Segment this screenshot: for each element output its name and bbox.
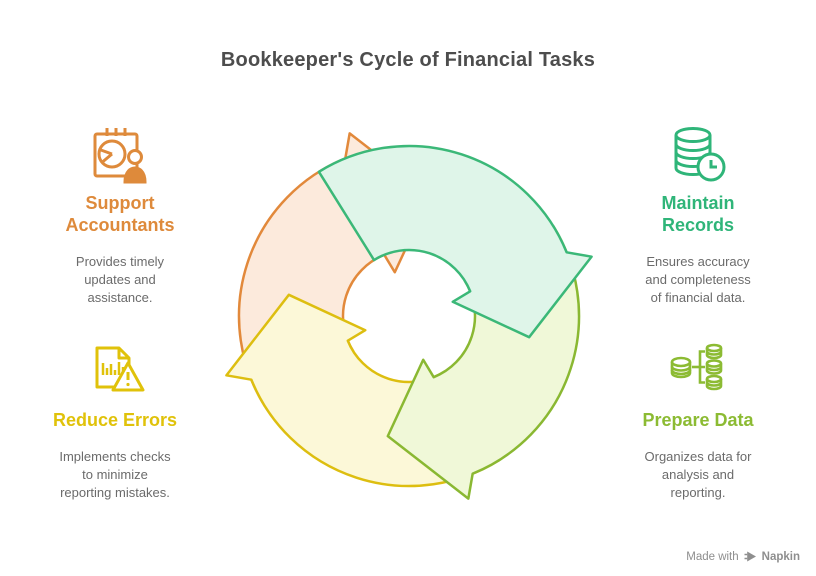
calendar-pie-person-icon <box>93 128 147 184</box>
item-description: Provides timely updates and assistance. <box>75 254 165 305</box>
database-clock-icon <box>674 127 726 182</box>
item-heading: Prepare Data <box>642 410 754 430</box>
item-description: Implements checks to minimize reporting … <box>59 449 171 500</box>
item-description: Organizes data for analysis and reportin… <box>644 449 752 500</box>
item-heading: Maintain Records <box>661 193 735 235</box>
item-reduce-errors: Reduce Errors Implements checks to minim… <box>15 343 215 502</box>
item-heading: Support Accountants <box>65 193 175 235</box>
item-heading: Reduce Errors <box>52 410 178 430</box>
page-title: Bookkeeper's Cycle of Financial Tasks <box>220 49 596 71</box>
napkin-logo-icon <box>744 551 756 562</box>
made-with-label: Made with <box>686 550 739 563</box>
item-support-accountants: Support Accountants Provides timely upda… <box>20 126 220 307</box>
item-maintain-records: Maintain Records Ensures accuracy and co… <box>598 126 798 307</box>
made-with-napkin-link[interactable]: Made with Napkin <box>686 550 800 563</box>
item-prepare-data: Prepare Data Organizes data for analysis… <box>598 343 798 502</box>
item-description: Ensures accuracy and completeness of fin… <box>645 254 751 305</box>
report-warning-icon <box>95 346 145 392</box>
napkin-brand-label: Napkin <box>761 550 800 563</box>
cycle-arrow-maintain-records <box>317 144 593 339</box>
data-branch-icon <box>670 343 723 391</box>
